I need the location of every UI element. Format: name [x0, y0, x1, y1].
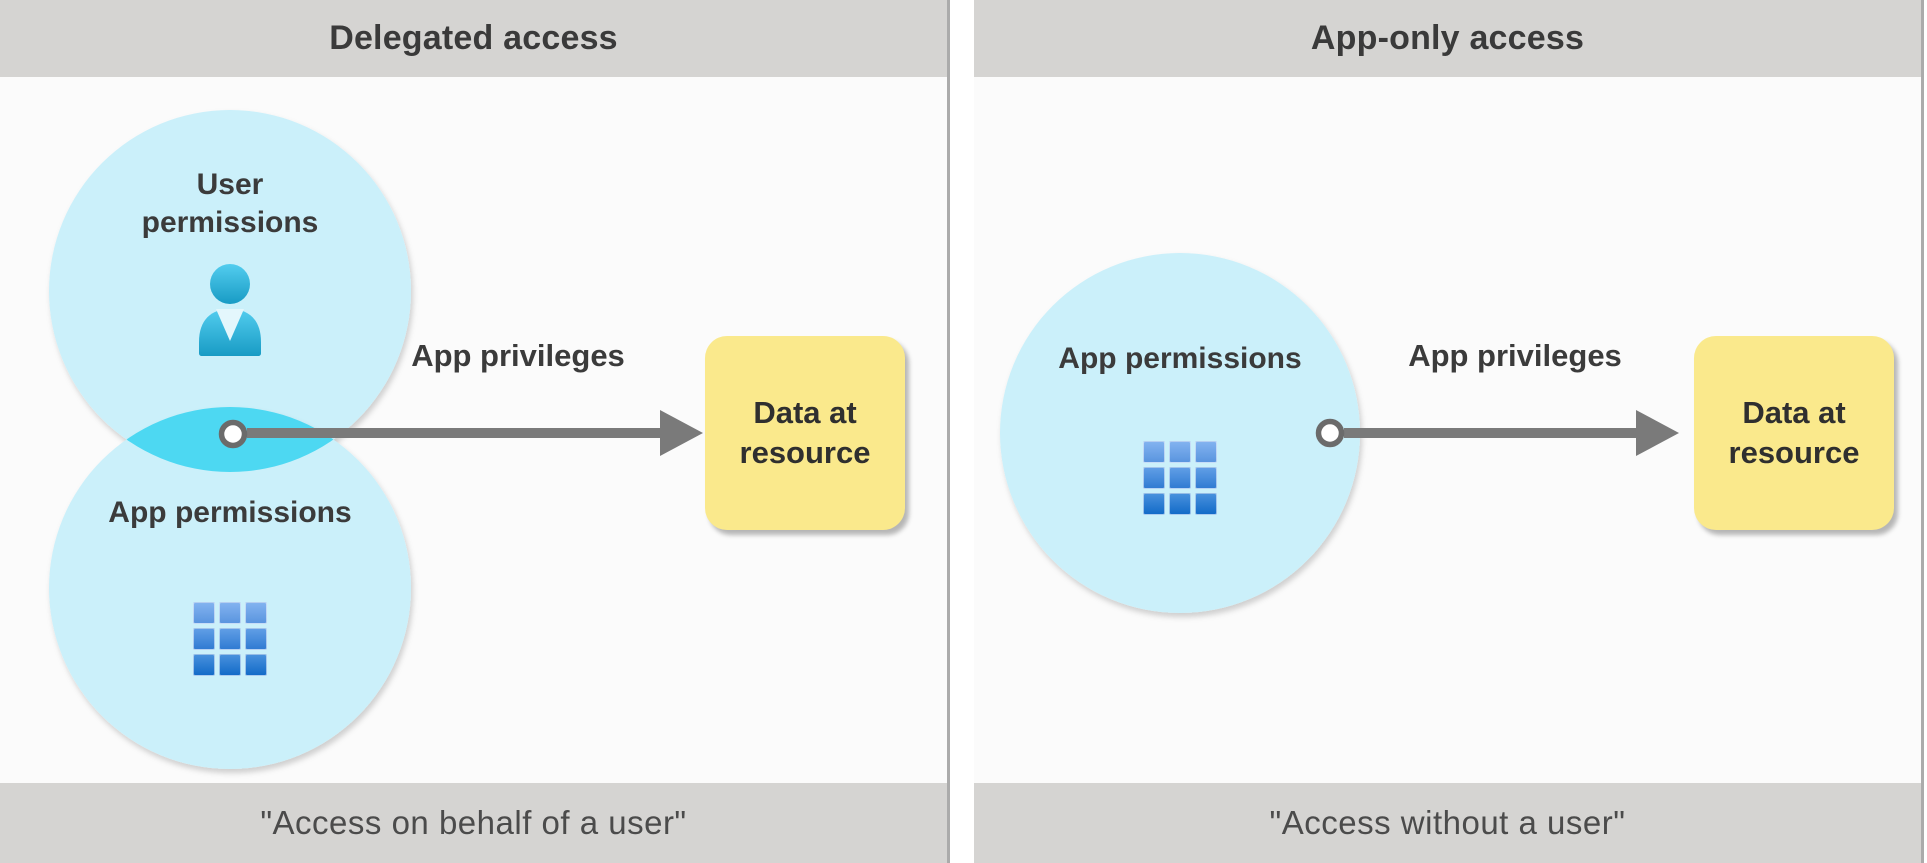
app-permissions-label: App permissions [108, 496, 352, 529]
grid-cell [1143, 493, 1165, 515]
grid-cell [1195, 467, 1217, 489]
app-privileges-arrow-head [1636, 410, 1679, 456]
grid-cell [245, 602, 267, 624]
panel-title: App-only access [1310, 19, 1585, 57]
grid-cell [1143, 441, 1165, 463]
app-privileges-label: App privileges [411, 338, 625, 373]
grid-cell [1169, 467, 1191, 489]
grid-cell [1195, 441, 1217, 463]
grid-cell [245, 654, 267, 676]
user-person-icon [199, 264, 261, 356]
delegated-access-footer-band: "Access on behalf of a user" [0, 783, 947, 863]
app-only-access-drawing [1000, 253, 1679, 613]
app-privileges-arrow-head [660, 410, 703, 456]
delegated-access-panel: Delegated access User permissions App pe… [0, 0, 950, 863]
grid-cell [219, 654, 241, 676]
data-at-resource-box: Data at resource [1694, 336, 1894, 530]
grid-cell [1169, 493, 1191, 515]
grid-cell [245, 628, 267, 650]
app-permissions-circle [49, 407, 411, 769]
grid-cell [1169, 441, 1191, 463]
app-only-access-panel: App-only access App permissions App priv… [974, 0, 1924, 863]
grid-cell [193, 628, 215, 650]
app-only-access-header-band: App-only access [974, 0, 1921, 77]
grid-cell [193, 654, 215, 676]
user-permissions-label: User permissions [141, 168, 319, 239]
app-permissions-label: App permissions [1058, 342, 1302, 375]
grid-cell [219, 602, 241, 624]
data-at-resource-label: Data at resource [1728, 395, 1860, 470]
app-grid-icon [1143, 441, 1217, 515]
panel-caption: "Access without a user" [1269, 804, 1626, 841]
app-privileges-label: App privileges [1408, 338, 1622, 373]
arrow-origin-connector-dot [1315, 418, 1345, 448]
grid-cell [193, 602, 215, 624]
arrow-origin-connector-dot [218, 419, 248, 449]
app-permissions-circle [1000, 253, 1360, 613]
panel-caption: "Access on behalf of a user" [260, 804, 687, 841]
grid-cell [1143, 467, 1165, 489]
app-only-access-footer-band: "Access without a user" [974, 783, 1921, 863]
panel-title: Delegated access [329, 19, 618, 57]
grid-cell [1195, 493, 1217, 515]
delegated-access-header-band: Delegated access [0, 0, 947, 77]
grid-cell [219, 628, 241, 650]
app-grid-icon [193, 602, 267, 676]
data-at-resource-label: Data at resource [739, 395, 871, 470]
data-at-resource-box: Data at resource [705, 336, 905, 530]
